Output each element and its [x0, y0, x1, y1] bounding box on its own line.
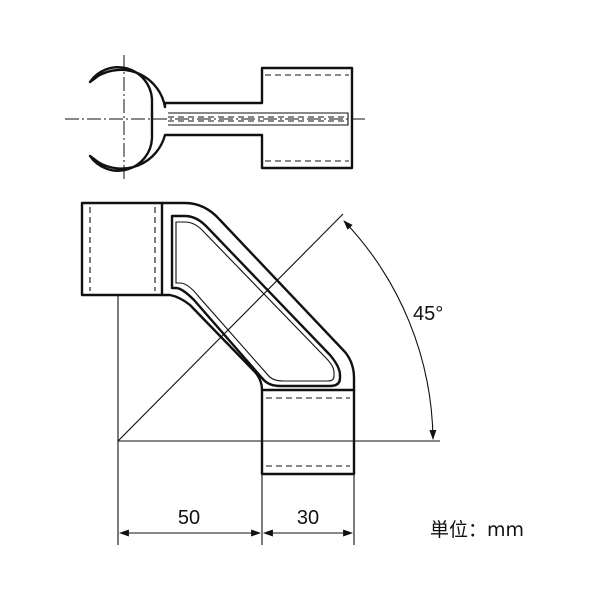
diagonal-45-line [117, 213, 344, 442]
dim-label-50: 50 [178, 507, 200, 529]
top-view [65, 55, 365, 180]
dim-label-30: 30 [297, 507, 319, 529]
angle-label: 45° [413, 303, 443, 325]
elbow-cutout [170, 214, 342, 388]
collar-hidden-lines [265, 74, 349, 162]
lower-collar [260, 388, 356, 476]
front-view [80, 201, 440, 545]
clamp-ring [88, 65, 354, 172]
upper-collar [80, 201, 164, 297]
dimensions: 50 30 45° [119, 220, 443, 537]
upper-collar-hidden [89, 207, 156, 291]
unit-note: 単位：mm [430, 519, 525, 541]
angle-arc [343, 220, 437, 440]
lower-collar-hidden [266, 397, 350, 467]
elbow-inner-line [175, 221, 335, 382]
